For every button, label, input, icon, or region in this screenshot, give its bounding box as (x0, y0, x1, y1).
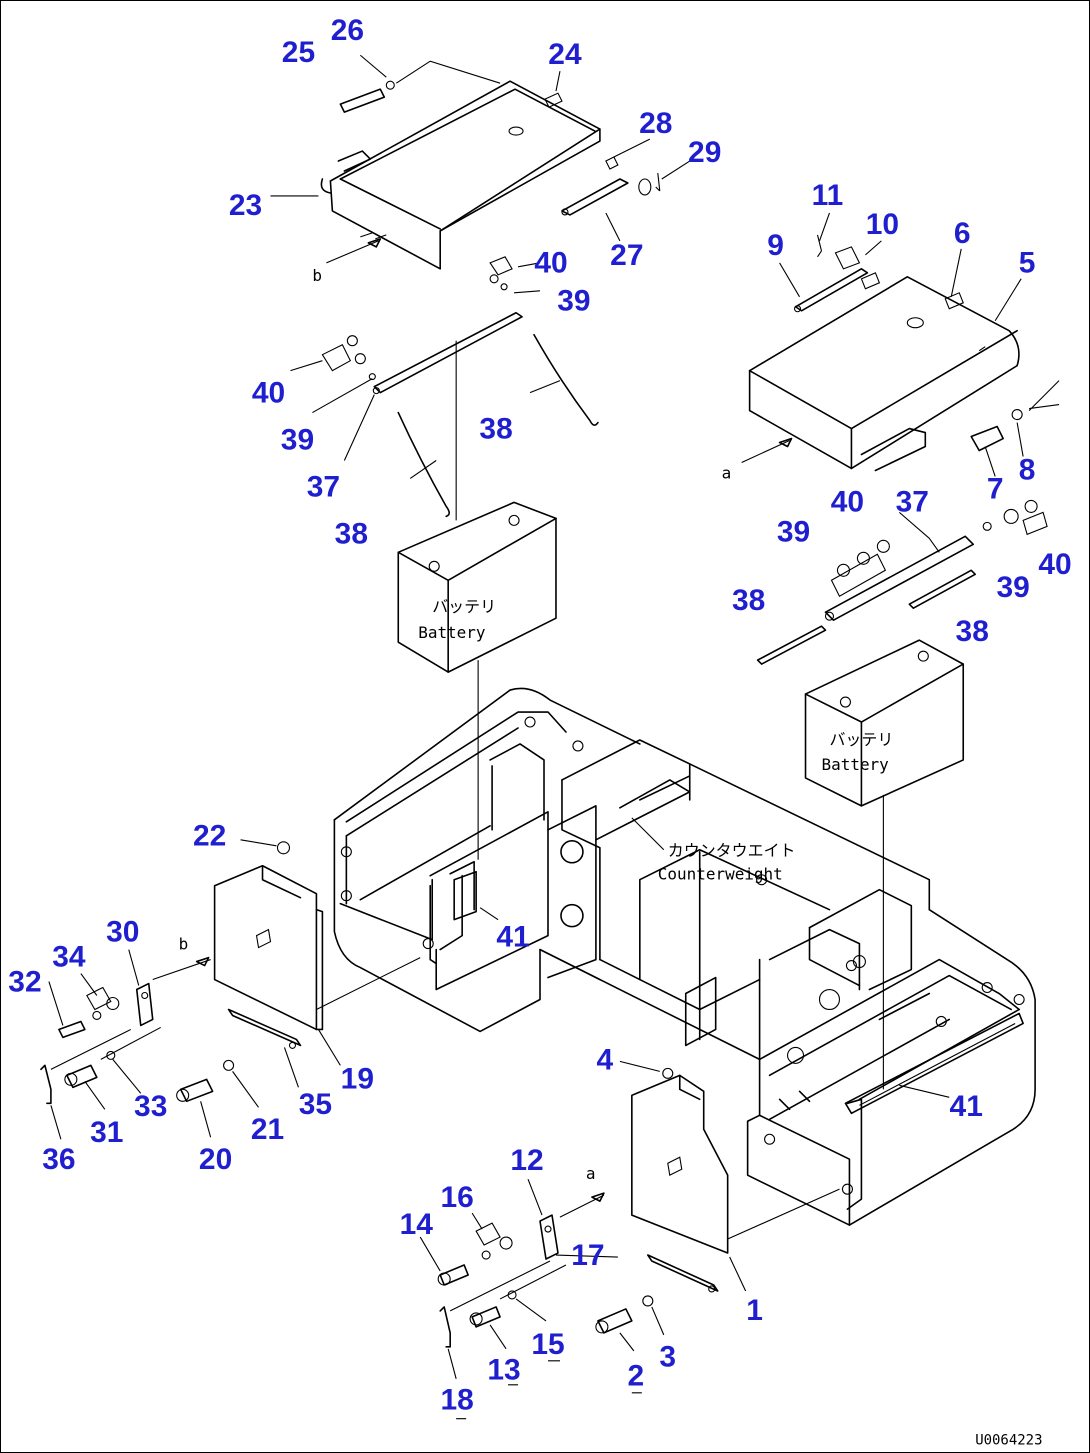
callout-33: 33 (134, 1090, 167, 1123)
callout-9: 9 (767, 229, 784, 262)
callout-39: 39 (996, 571, 1029, 604)
bolt-25 (339, 80, 395, 113)
callout-29: 29 (688, 136, 721, 169)
callout-5: 5 (1019, 247, 1036, 280)
callout-27: 27 (610, 239, 643, 272)
callout-21: 21 (251, 1113, 284, 1146)
callout-15: 15 (531, 1328, 564, 1361)
battery-2: バッテリ Battery (804, 639, 965, 807)
callout-38: 38 (956, 615, 989, 648)
callout-23: 23 (229, 189, 262, 222)
drawing-number: U0064223 (975, 1433, 1042, 1449)
battery-1: バッテリ Battery (397, 501, 557, 673)
callout-2: 2 (628, 1360, 645, 1393)
callout-30: 30 (106, 916, 139, 949)
callout-34: 34 (52, 940, 86, 973)
callout-40: 40 (534, 247, 567, 280)
callout-40: 40 (1038, 548, 1071, 581)
callout-38: 38 (732, 584, 765, 617)
callout-25: 25 (282, 36, 315, 69)
side-cover-right (631, 1074, 729, 1293)
callout-22: 22 (193, 820, 226, 853)
callout-7: 7 (987, 472, 1004, 505)
callout-24: 24 (548, 38, 582, 71)
callout-39: 39 (281, 423, 314, 456)
callout-32: 32 (8, 965, 41, 998)
latch-assembly-right (437, 1214, 567, 1348)
ref-a-bottom: a (586, 1164, 596, 1183)
battery-en-label-2: Battery (821, 755, 888, 774)
callout-13: 13 (487, 1354, 520, 1387)
latch-assembly-left (40, 982, 161, 1105)
callout-40: 40 (831, 485, 864, 518)
callout-8: 8 (1019, 453, 1036, 486)
callout-36: 36 (42, 1143, 75, 1176)
ref-a-right: a (722, 463, 732, 482)
callout-39: 39 (777, 515, 810, 548)
counterweight-frame (333, 687, 1036, 1226)
callout-4: 4 (597, 1043, 614, 1076)
callout-12: 12 (510, 1144, 543, 1177)
callout-6: 6 (954, 217, 971, 250)
callout-26: 26 (331, 14, 364, 47)
callout-40: 40 (252, 377, 285, 410)
battery-en-label-1: Battery (418, 623, 485, 642)
counterweight-jp-label: カウンタウエイト (668, 841, 796, 860)
callout-37: 37 (307, 470, 340, 503)
callout-14: 14 (400, 1208, 434, 1241)
callout-11: 11 (812, 179, 844, 212)
callout-41: 41 (950, 1090, 983, 1123)
callout-41: 41 (496, 921, 529, 954)
callout-38: 38 (335, 517, 368, 550)
callout-38: 38 (479, 412, 512, 445)
ref-b-top: b (312, 266, 322, 285)
callout-20: 20 (199, 1143, 232, 1176)
battery-cover-right (748, 276, 1020, 472)
callout-18: 18 (441, 1384, 474, 1417)
callout-35: 35 (299, 1088, 332, 1121)
side-cover-left (213, 864, 324, 1049)
battery-jp-label-2: バッテリ (829, 730, 893, 749)
counterweight-en-label: Counterweight (658, 865, 783, 884)
rod-37-right (824, 535, 975, 621)
ref-b-left: b (179, 935, 189, 954)
callout-37: 37 (896, 485, 929, 518)
battery-jp-label-1: バッテリ (432, 597, 496, 616)
battery-cover-left (320, 80, 601, 270)
callout-39: 39 (557, 285, 590, 318)
callout-16: 16 (441, 1181, 474, 1214)
callout-1: 1 (746, 1294, 763, 1327)
callout-31: 31 (90, 1116, 123, 1149)
callout-19: 19 (341, 1062, 374, 1095)
callout-10: 10 (866, 208, 899, 241)
callout-28: 28 (639, 107, 672, 140)
callout-17: 17 (571, 1239, 604, 1272)
rod-37-left (372, 311, 523, 395)
pin-27 (561, 178, 629, 216)
callout-3: 3 (659, 1341, 676, 1374)
